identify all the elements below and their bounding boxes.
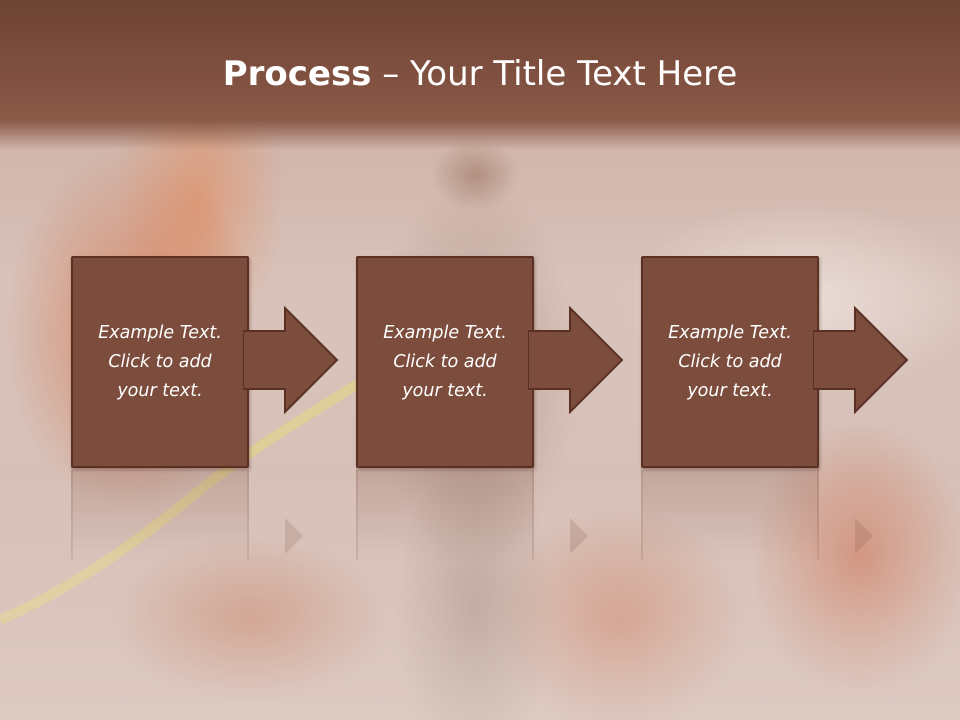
process-step-1: Example Text. Click to add your text. (71, 256, 361, 468)
background-veil (0, 470, 960, 720)
step-box[interactable]: Example Text. Click to add your text. (71, 256, 249, 468)
step-box[interactable]: Example Text. Click to add your text. (641, 256, 819, 468)
step-reflection-1 (71, 468, 361, 588)
fire-hose (0, 365, 380, 625)
title-rest-part: – Your Title Text Here (371, 54, 738, 94)
process-step-2: Example Text. Click to add your text. (356, 256, 646, 468)
arrow-right-icon (243, 306, 339, 414)
arrow-right-icon (528, 306, 624, 414)
step-reflection-3 (641, 468, 931, 588)
title-bold-part: Process (222, 54, 372, 94)
title-bar (0, 0, 960, 150)
step-text: Example Text. Click to add your text. (668, 322, 792, 401)
arrow-right-icon (813, 306, 909, 414)
slide-title[interactable]: Process – Your Title Text Here (0, 52, 960, 96)
step-text: Example Text. Click to add your text. (383, 322, 507, 401)
process-step-3: Example Text. Click to add your text. (641, 256, 931, 468)
step-reflection-2 (356, 468, 646, 588)
step-box[interactable]: Example Text. Click to add your text. (356, 256, 534, 468)
step-text: Example Text. Click to add your text. (98, 322, 222, 401)
